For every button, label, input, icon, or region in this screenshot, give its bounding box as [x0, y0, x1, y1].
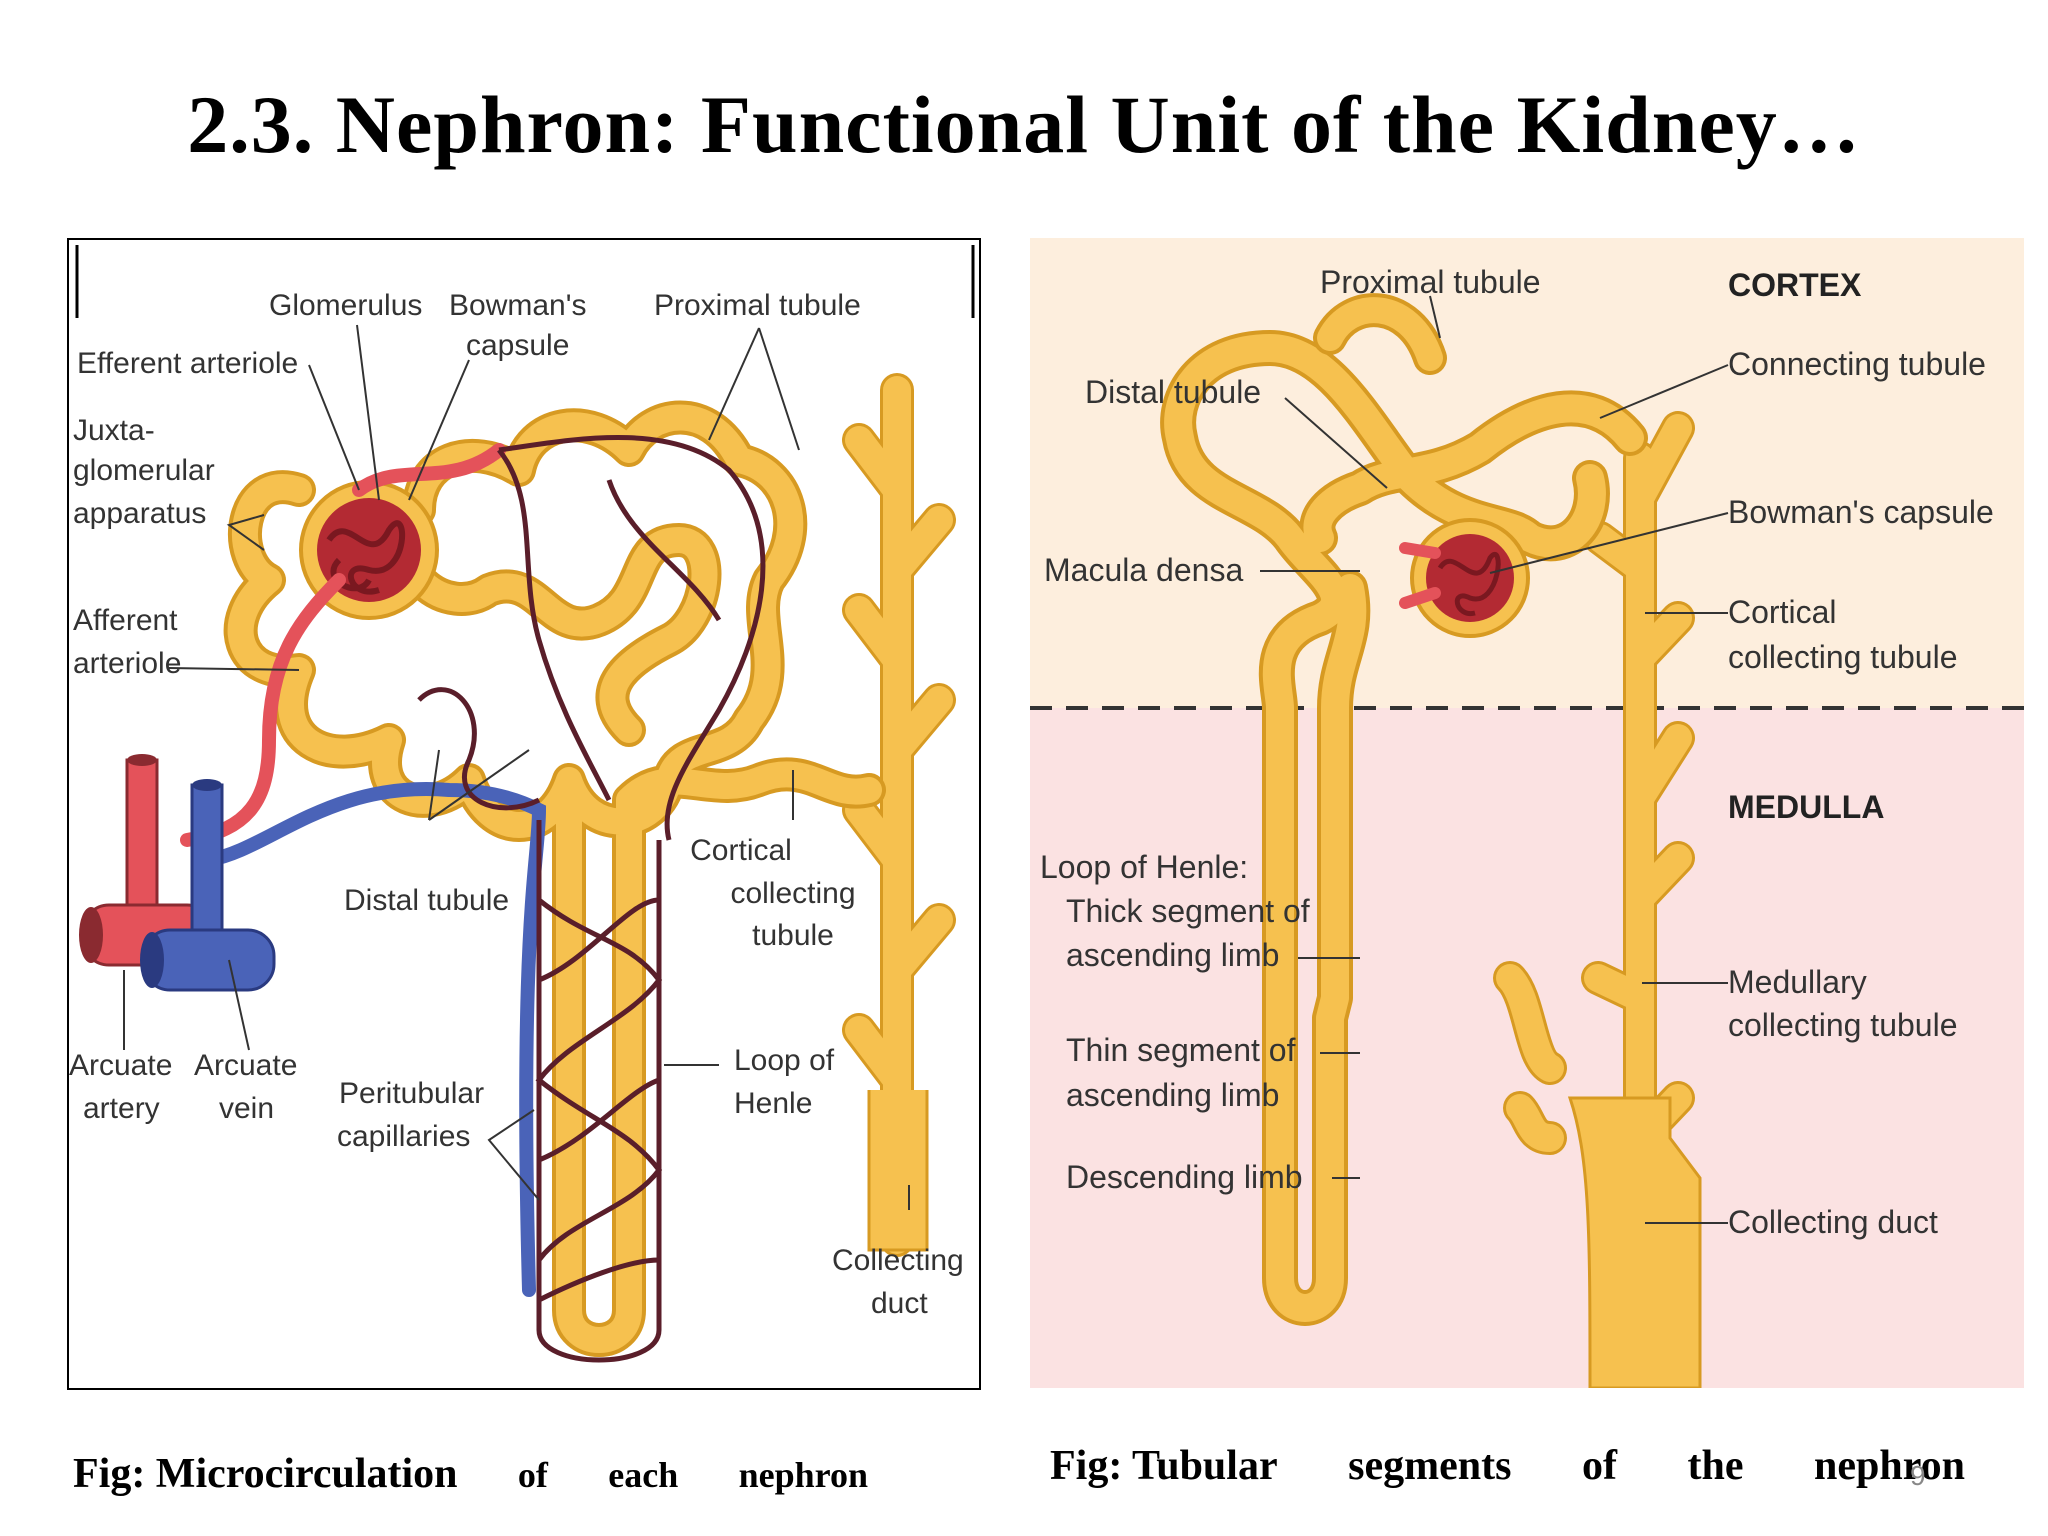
label-macula-densa: Macula densa [1044, 552, 1243, 588]
caption-right-part-2: segments [1348, 1443, 1512, 1489]
caption-left-part-3: each [608, 1455, 679, 1495]
label-efferent-arteriole: Efferent arteriole [77, 347, 298, 380]
caption-right-part-5: nephron [1813, 1443, 1965, 1489]
caption-right-part-4: the [1687, 1443, 1744, 1489]
label-collecting-duct-right: Collecting duct [1728, 1204, 1938, 1240]
arterioles-shape [180, 443, 547, 1297]
label-cortical-2: collecting [730, 877, 855, 910]
label-connecting-tubule: Connecting tubule [1728, 346, 1986, 382]
label-juxta-2: glomerular [73, 454, 215, 487]
leader-lines [123, 324, 910, 1210]
nephron-loop-shape [1160, 293, 1648, 1326]
label-peritubular-2: capillaries [337, 1120, 470, 1153]
caption-left-part-4: nephron [738, 1455, 868, 1495]
label-proximal-tubule-right: Proximal tubule [1320, 264, 1541, 300]
tubular-segments-figure: Proximal tubule CORTEX Connecting tubule… [1030, 238, 2024, 1390]
label-thick-segment-1: Thick segment of [1066, 893, 1310, 929]
microcirculation-figure: Glomerulus Bowman's capsule Proximal tub… [67, 238, 981, 1390]
label-descending-limb: Descending limb [1066, 1159, 1303, 1195]
label-juxta-1: Juxta- [73, 414, 155, 447]
label-collecting-2: duct [871, 1287, 928, 1320]
label-cortical-3: tubule [752, 919, 834, 952]
label-cortical-1: Cortical [690, 834, 792, 867]
leader-lines-right [1260, 295, 1729, 1224]
label-proximal-tubule: Proximal tubule [654, 289, 861, 322]
caption-right-part-1: Fig: Tubular [1050, 1443, 1278, 1489]
label-afferent-1: Afferent [73, 604, 178, 637]
label-cortical-right-1: Cortical [1728, 594, 1836, 630]
label-arcuate-artery-1: Arcuate [69, 1049, 172, 1082]
label-arcuate-vein-2: vein [219, 1092, 274, 1125]
label-loop-1: Loop of [734, 1044, 835, 1077]
peritubular-capillaries-shape [417, 435, 766, 1363]
caption-right-part-3: of [1581, 1443, 1617, 1489]
nephron-tubule-shape [223, 400, 886, 1357]
label-medullary-1: Medullary [1728, 964, 1867, 1000]
collecting-duct-shape [842, 373, 956, 1257]
label-distal-tubule: Distal tubule [344, 884, 509, 917]
label-bowmans-capsule-1: Bowman's [449, 289, 586, 322]
label-bowmans-capsule-2: capsule [466, 329, 569, 362]
label-medullary-2: collecting tubule [1728, 1007, 1957, 1043]
label-afferent-2: arteriole [73, 647, 181, 680]
tubular-segments-diagram: Proximal tubule CORTEX Connecting tubule… [1030, 238, 2024, 1390]
label-peritubular-1: Peritubular [339, 1077, 484, 1110]
label-thin-segment-2: ascending limb [1066, 1077, 1279, 1113]
label-loop-2: Henle [734, 1087, 812, 1120]
collecting-duct-right-shape [1493, 411, 1702, 1390]
caption-left: Fig: Microcirculation of each nephron [73, 1450, 868, 1498]
label-arcuate-vein-1: Arcuate [194, 1049, 297, 1082]
label-loop-of-henle: Loop of Henle: [1040, 849, 1248, 885]
glomerulus-right-shape [1399, 518, 1530, 638]
caption-left-part-2: of [517, 1455, 548, 1495]
caption-left-part-1: Fig: Microcirculation [73, 1451, 458, 1497]
label-thick-segment-2: ascending limb [1066, 937, 1279, 973]
label-cortex: CORTEX [1728, 267, 1862, 303]
label-glomerulus: Glomerulus [269, 289, 422, 322]
page-number: 9 [1910, 1460, 1926, 1491]
label-collecting-1: Collecting [832, 1244, 964, 1277]
arcuate-vessels-shape [79, 754, 276, 992]
microcirculation-diagram: Glomerulus Bowman's capsule Proximal tub… [69, 245, 975, 1363]
label-arcuate-artery-2: artery [83, 1092, 160, 1125]
label-bowmans-capsule-right: Bowman's capsule [1728, 494, 1994, 530]
caption-right: Fig: Tubular segments of the nephron [1050, 1442, 1965, 1490]
label-distal-tubule-right: Distal tubule [1085, 374, 1261, 410]
label-thin-segment-1: Thin segment of [1066, 1032, 1296, 1068]
label-juxta-3: apparatus [73, 497, 206, 530]
page-title: 2.3. Nephron: Functional Unit of the Kid… [187, 79, 1861, 170]
label-medulla: MEDULLA [1728, 789, 1884, 825]
label-cortical-right-2: collecting tubule [1728, 639, 1957, 675]
